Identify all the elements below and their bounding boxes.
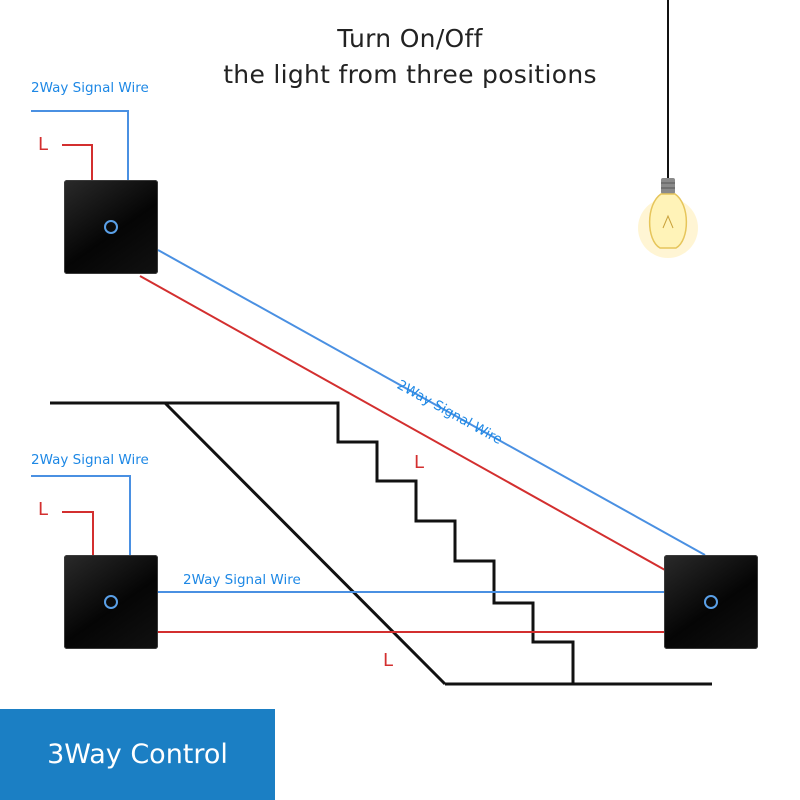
light-bulb-icon: [638, 0, 698, 258]
banner: 3Way Control: [0, 709, 275, 800]
top-switch: [64, 180, 158, 274]
live-label-mid: L: [38, 499, 49, 520]
live-label-diagonal: L: [414, 452, 425, 473]
right-switch: [664, 555, 758, 649]
touch-switch-icon: [104, 595, 118, 609]
top-switch-wires: [31, 110, 706, 571]
signal-wire-label-top: 2Way Signal Wire: [31, 80, 149, 96]
mid-switch: [64, 555, 158, 649]
live-label-top: L: [38, 134, 49, 155]
touch-switch-icon: [104, 220, 118, 234]
signal-wire-label-horizontal: 2Way Signal Wire: [183, 572, 301, 588]
touch-switch-icon: [704, 595, 718, 609]
title-line-2: the light from three positions: [223, 60, 597, 89]
title-line-1: Turn On/Off: [337, 24, 483, 53]
signal-wire-label-mid: 2Way Signal Wire: [31, 452, 149, 468]
banner-text: 3Way Control: [47, 739, 228, 770]
staircase: [50, 401, 712, 686]
mid-switch-wires: [31, 475, 665, 633]
live-label-bottom: L: [383, 650, 394, 671]
